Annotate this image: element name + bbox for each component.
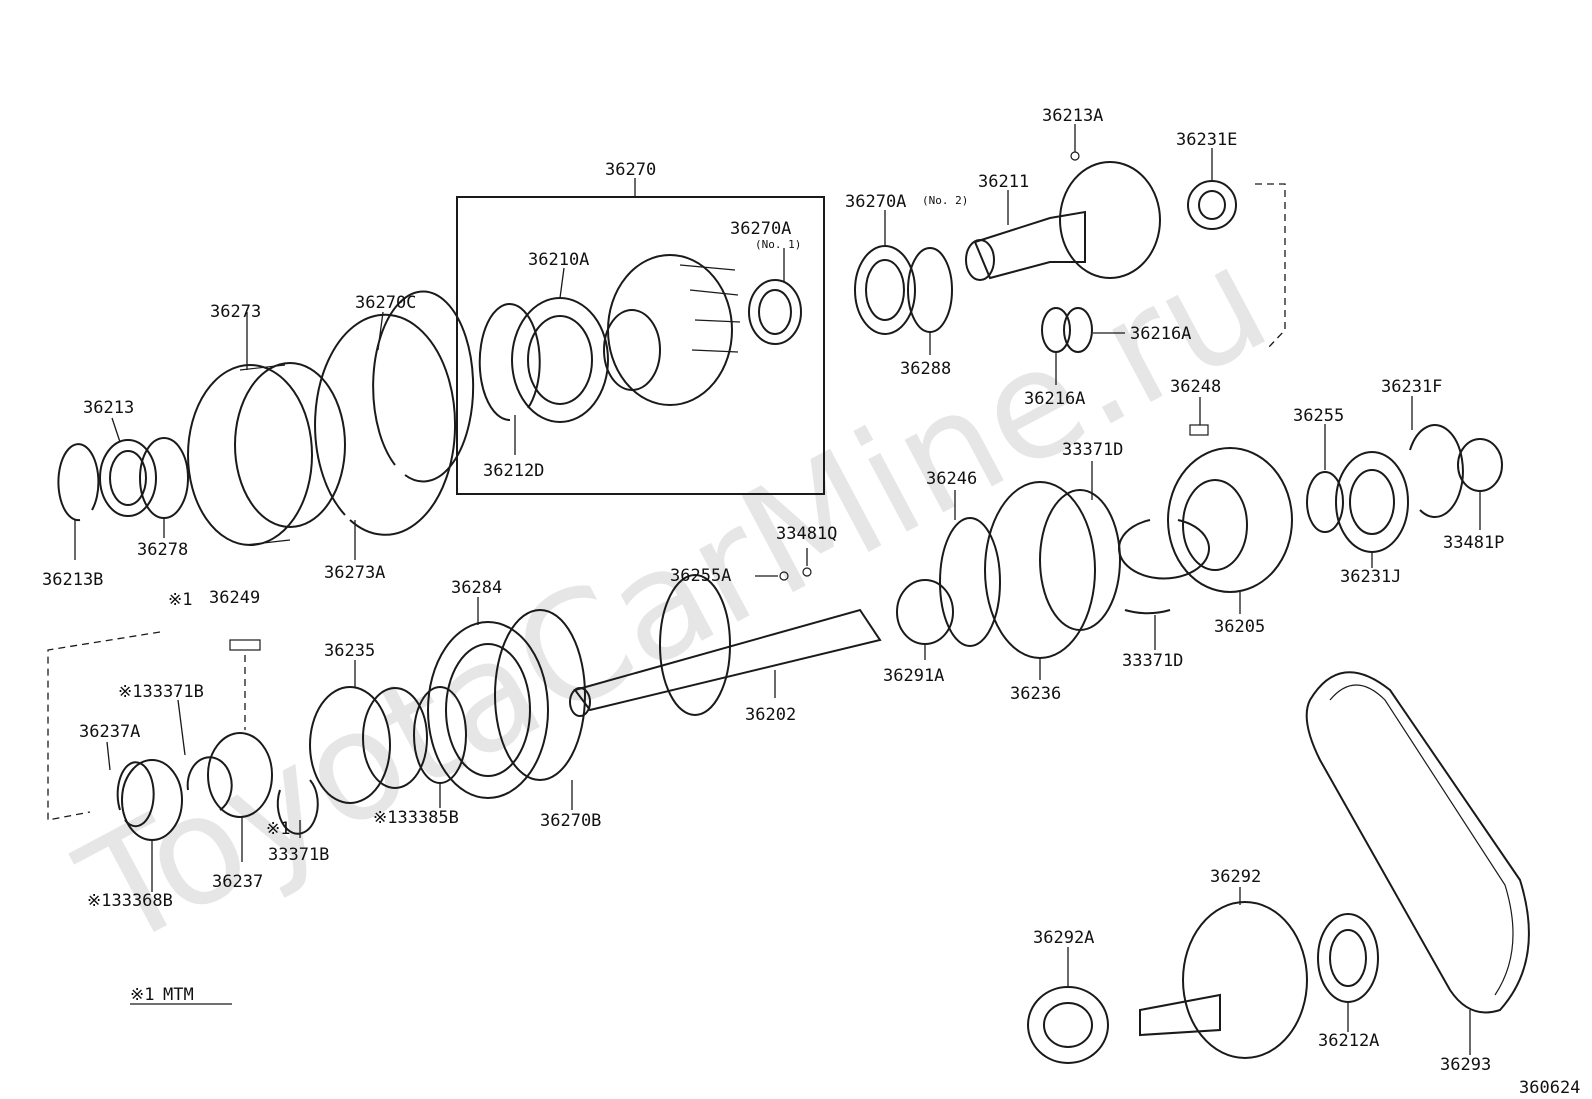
ring-gear-group[interactable] (57, 290, 475, 546)
label-36246: 36246 (926, 469, 977, 489)
shaft-36211 (973, 210, 1086, 280)
label-36210A: 36210A (528, 250, 589, 270)
needle-bearing-36270A-no1 (748, 279, 802, 345)
label-36270C: 36270C (355, 293, 416, 313)
label-36236: 36236 (1010, 684, 1061, 704)
snap-ring-36270B (494, 609, 586, 781)
sleeve-36235 (309, 686, 391, 804)
label-36278: 36278 (137, 540, 188, 560)
lower-left-group[interactable] (47, 631, 467, 841)
sprocket-36292 (1182, 901, 1308, 1059)
label-36255A: 36255A (670, 566, 731, 586)
label-36249: 36249 (209, 588, 260, 608)
label-36205: 36205 (1214, 617, 1265, 637)
label-mark-36249: ※1 (168, 590, 192, 610)
spring-33371D-bottom (1124, 609, 1171, 615)
spring-33371B-bottom (276, 779, 319, 835)
label-36270B: 36270B (540, 811, 601, 831)
front-drive-group[interactable] (1027, 671, 1530, 1064)
ball-36213A (1070, 151, 1080, 161)
label-36237: 36237 (212, 872, 263, 892)
ring-36278 (139, 437, 189, 519)
label-36292: 36292 (1210, 867, 1261, 887)
main-shaft-group[interactable] (427, 424, 1503, 799)
label-36211: 36211 (978, 172, 1029, 192)
seal-33481P (1457, 438, 1503, 492)
label-mark-33371B: ※1 (266, 819, 290, 839)
planetary-gear-kit[interactable] (456, 178, 825, 495)
ring-36255 (1306, 471, 1344, 533)
label-36288: 36288 (900, 359, 951, 379)
label-36273: 36273 (210, 302, 261, 322)
snap-ring-36212D (478, 303, 541, 422)
snap-ring-36273A (314, 313, 457, 536)
label-36292A: 36292A (1033, 928, 1094, 948)
snap-ring-36213B (57, 443, 100, 522)
label-36216A-right: 36216A (1130, 324, 1191, 344)
label-33481Q: 33481Q (776, 524, 837, 544)
label-33368B: ※133368B (87, 891, 173, 911)
label-33371B-bottom: 33371B (268, 845, 329, 865)
snap-ring-36270C (372, 290, 475, 483)
label-no2: (No. 2) (922, 194, 968, 207)
label-no1: (No. 1) (755, 238, 801, 251)
snap-ring-36231F (1409, 424, 1464, 519)
label-36284: 36284 (451, 578, 502, 598)
label-36291A: 36291A (883, 666, 944, 686)
label-36235: 36235 (324, 641, 375, 661)
needle-bearing-36291A (896, 579, 954, 645)
bearing-36292A (1027, 986, 1109, 1064)
label-36273A: 36273A (324, 563, 385, 583)
label-36255: 36255 (1293, 406, 1344, 426)
label-36231E: 36231E (1176, 130, 1237, 150)
label-36293: 36293 (1440, 1055, 1491, 1075)
bearing-36212A (1317, 913, 1379, 1003)
label-36270: 36270 (605, 160, 656, 180)
label-36202: 36202 (745, 705, 796, 725)
spring-33371D-top (1118, 519, 1210, 580)
ball-36255A (779, 571, 789, 581)
diagram-id: 360624 (1519, 1078, 1580, 1098)
label-36216A-bottom: 36216A (1024, 389, 1085, 409)
output-gear-group[interactable] (854, 124, 1286, 353)
label-33371B-top: ※133371B (118, 682, 204, 702)
bearing-36231J (1335, 451, 1409, 553)
label-33371D-bottom: 33371D (1122, 651, 1183, 671)
key-36249 (229, 639, 261, 651)
legend-text: MTM (163, 985, 194, 1005)
label-33385B: ※133385B (373, 808, 459, 828)
label-36213B: 36213B (42, 570, 103, 590)
gear-36284 (427, 621, 549, 799)
sprocket-36246 (939, 517, 1001, 647)
ball-33481Q (802, 567, 812, 577)
planetary-carrier (607, 254, 733, 406)
label-36212D: 36212D (483, 461, 544, 481)
label-36231F: 36231F (1381, 377, 1442, 397)
label-33371D-top: 33371D (1062, 440, 1123, 460)
spring-33371B-top (186, 756, 233, 811)
label-36248: 36248 (1170, 377, 1221, 397)
label-36270A-no2: 36270A (845, 192, 906, 212)
part-labels: 36270 36213A 36231E 36211 36270A (No. 2)… (42, 106, 1580, 1098)
label-36270A-no1: 36270A (730, 219, 791, 239)
snap-ring-36216A-b (1063, 307, 1093, 353)
leader-lines (74, 148, 1481, 1055)
key-36248 (1189, 424, 1209, 436)
snap-ring-36237A (116, 761, 155, 828)
hub-36237 (207, 732, 273, 818)
chain-36293 (1305, 671, 1530, 1014)
gear-36205 (1167, 447, 1293, 593)
label-36231J: 36231J (1340, 567, 1401, 587)
label-36213: 36213 (83, 398, 134, 418)
ring-36213 (99, 439, 157, 517)
legend-mark: ※1 (130, 985, 154, 1005)
label-36212A: 36212A (1318, 1031, 1379, 1051)
label-36237A: 36237A (79, 722, 140, 742)
label-36213A: 36213A (1042, 106, 1103, 126)
label-33481P: 33481P (1443, 533, 1504, 553)
ring-gear-36273 (187, 364, 313, 546)
bearing-36231E (1187, 180, 1237, 230)
